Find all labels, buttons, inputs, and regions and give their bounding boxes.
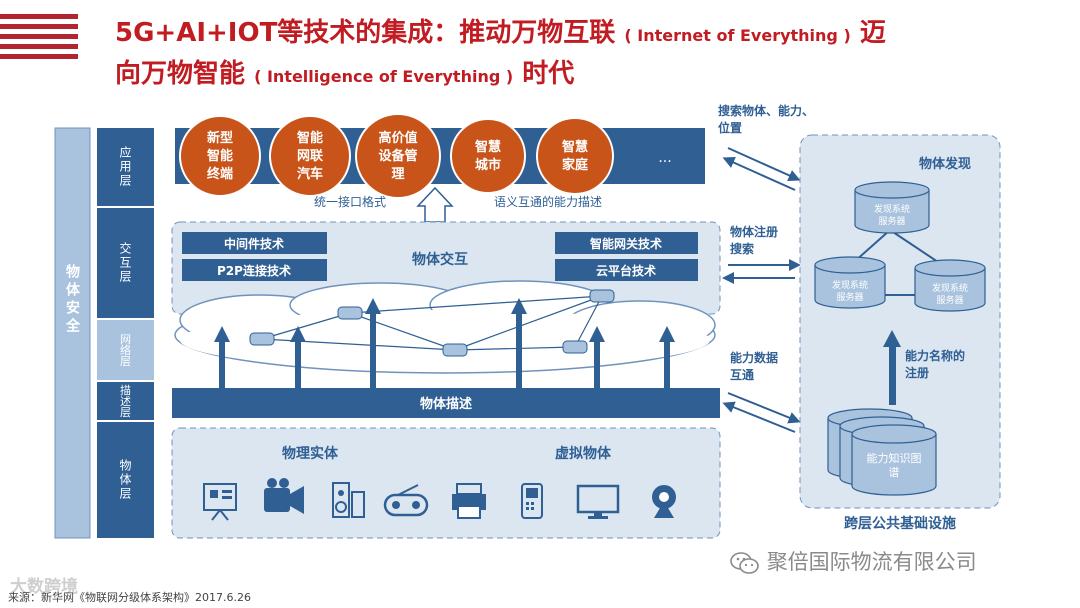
semantic-label: 语义互通的能力描述 bbox=[494, 194, 602, 209]
source-caption: 来源：新华网《物联网分级体系架构》2017.6.26 bbox=[8, 591, 251, 604]
server-top-line2: 服务器 bbox=[878, 215, 905, 227]
physical-label: 物理实体 bbox=[282, 445, 339, 462]
brand-footer: 聚倍国际物流有限公司 bbox=[730, 546, 977, 576]
title-line1-cn: 5G+AI+IOT等技术的集成：推动万物互联 bbox=[115, 18, 616, 48]
middleware-box bbox=[182, 232, 327, 254]
object-panel bbox=[171, 427, 721, 539]
p2p-box bbox=[182, 259, 327, 281]
kg-up-arrow bbox=[883, 330, 901, 405]
layer-app-cell bbox=[97, 128, 154, 206]
speaker-icon bbox=[332, 482, 365, 518]
app-more: ... bbox=[658, 150, 671, 166]
webcam-icon bbox=[652, 485, 676, 518]
discovery-label: 物体发现 bbox=[919, 156, 971, 172]
app-asset-mgmt-3: 理 bbox=[391, 167, 404, 182]
server-top-line1: 发现系统 bbox=[874, 203, 910, 215]
gateway-text: 智能网关技术 bbox=[589, 236, 662, 251]
title-line1-tail: 迈 bbox=[859, 18, 886, 48]
name-register-line1: 能力名称的 bbox=[905, 348, 965, 363]
app-smart-home-2: 家庭 bbox=[562, 157, 589, 173]
security-label: 物体安全 bbox=[64, 263, 81, 336]
server-left-line2: 服务器 bbox=[836, 291, 863, 303]
kg-line2: 谱 bbox=[889, 465, 900, 479]
server-cylinders bbox=[814, 181, 986, 312]
app-smart-city-1: 智慧 bbox=[475, 139, 501, 155]
layer-network: 网络层 bbox=[119, 334, 132, 368]
infra-label: 跨层公共基础设施 bbox=[844, 515, 956, 532]
app-connected-car-2: 网联 bbox=[297, 149, 323, 164]
wechat-icon bbox=[730, 552, 759, 574]
exchange-line2: 互通 bbox=[730, 367, 754, 382]
monitor-icon bbox=[576, 484, 620, 519]
register-line1: 物体注册 bbox=[730, 224, 778, 239]
app-circles bbox=[179, 113, 614, 199]
camera-icon bbox=[264, 478, 304, 514]
device-icons bbox=[203, 478, 676, 521]
kg-cylinders bbox=[827, 408, 937, 496]
app-asset-mgmt-2: 设备管 bbox=[378, 148, 417, 164]
register-line2: 搜索 bbox=[730, 241, 754, 256]
app-new-terminal-2: 智能 bbox=[207, 148, 233, 164]
cloud-text: 云平台技术 bbox=[596, 263, 656, 278]
side-arrows bbox=[722, 147, 801, 433]
network-links bbox=[261, 295, 603, 351]
app-smart-city-2: 城市 bbox=[475, 157, 501, 173]
layer-app: 应用层 bbox=[118, 145, 132, 188]
virtual-label: 虚拟物体 bbox=[555, 445, 612, 462]
presentation-icon bbox=[203, 483, 237, 521]
description-text: 物体描述 bbox=[420, 396, 472, 412]
p2p-text: P2P连接技术 bbox=[217, 263, 291, 278]
brand-name: 聚倍国际物流有限公司 bbox=[766, 550, 977, 574]
security-column bbox=[54, 127, 91, 539]
server-left-line1: 发现系统 bbox=[832, 279, 868, 291]
interaction-label: 物体交互 bbox=[412, 251, 468, 268]
layer-object-cell bbox=[97, 422, 154, 538]
app-asset-mgmt-1: 高价值 bbox=[378, 130, 417, 146]
server-right-line2: 服务器 bbox=[936, 294, 963, 306]
watermark: 大数跨境 bbox=[10, 577, 78, 597]
search-object-line1: 搜索物体、能力、 bbox=[718, 103, 814, 118]
search-object-line2: 位置 bbox=[718, 120, 742, 135]
title-line1-en: ( Internet of Everything ) bbox=[624, 26, 851, 45]
middleware-text: 中间件技术 bbox=[224, 236, 284, 251]
layer-desc-cell bbox=[97, 382, 154, 420]
kg-line1: 能力知识图 bbox=[867, 451, 922, 465]
app-connected-car-1: 智能 bbox=[297, 130, 323, 146]
exchange-line1: 能力数据 bbox=[730, 350, 778, 365]
layer-interact-cell bbox=[97, 208, 154, 318]
network-nodes bbox=[249, 289, 615, 357]
cloud-box bbox=[555, 259, 698, 281]
app-connected-car-3: 汽车 bbox=[297, 166, 323, 182]
description-bar bbox=[172, 388, 720, 418]
printer-icon bbox=[452, 483, 486, 519]
up-arrows bbox=[214, 298, 675, 388]
app-new-terminal-1: 新型 bbox=[207, 130, 233, 146]
radio-icon bbox=[383, 484, 429, 517]
phone-icon bbox=[521, 483, 543, 519]
up-arrow-interface bbox=[416, 186, 454, 223]
title-line2-cn: 向万物智能 bbox=[115, 59, 246, 89]
title-line2-en: ( Intelligence of Everything ) bbox=[254, 67, 514, 86]
logo-stripes bbox=[0, 14, 78, 64]
title-line2-tail: 时代 bbox=[522, 59, 575, 89]
layer-interact: 交互层 bbox=[118, 241, 132, 284]
app-smart-home-1: 智慧 bbox=[562, 139, 588, 155]
app-new-terminal-3: 终端 bbox=[207, 166, 233, 182]
interface-label: 统一接口格式 bbox=[314, 194, 386, 209]
page-title: 5G+AI+IOT等技术的集成：推动万物互联 ( Internet of Eve… bbox=[115, 14, 995, 96]
name-register-line2: 注册 bbox=[905, 365, 929, 380]
layer-network-cell bbox=[97, 320, 154, 380]
gateway-box bbox=[555, 232, 698, 254]
layer-desc: 描述层 bbox=[119, 383, 132, 418]
server-right-line1: 发现系统 bbox=[932, 282, 968, 294]
layer-object: 物体层 bbox=[118, 459, 132, 501]
